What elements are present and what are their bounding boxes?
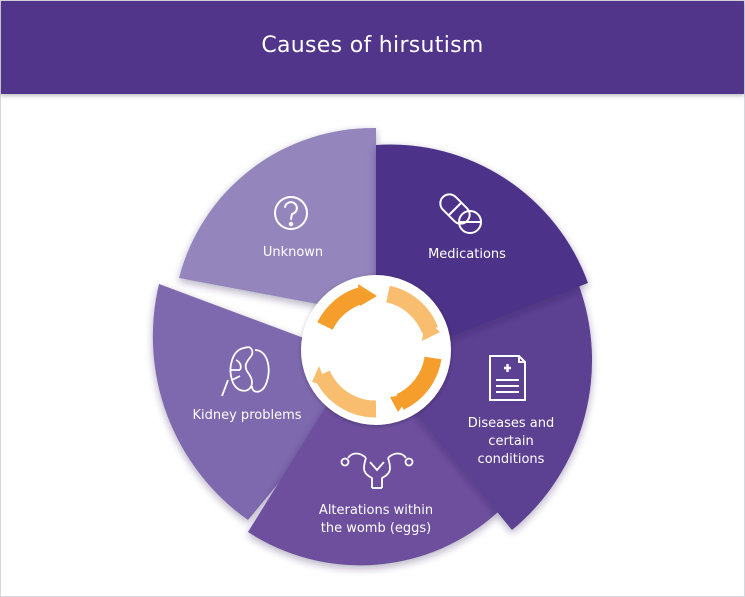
medical-record-icon bbox=[489, 355, 526, 401]
label-medications: Medications bbox=[428, 247, 506, 262]
label-diseases-line-1: Diseases and bbox=[467, 416, 555, 431]
label-womb-line-1: Alterations within bbox=[318, 503, 434, 518]
uterus-icon bbox=[340, 452, 414, 489]
label-womb: Alterations within the womb (eggs) bbox=[306, 502, 446, 538]
page-title: Causes of hirsutism bbox=[261, 33, 484, 58]
label-unknown: Unknown bbox=[262, 245, 324, 260]
label-diseases: Diseases and certain conditions bbox=[456, 415, 566, 469]
question-icon bbox=[274, 196, 308, 230]
cycle-arrows-icon bbox=[312, 284, 442, 418]
center-hub bbox=[301, 275, 451, 425]
label-diseases-line-2: certain bbox=[488, 434, 534, 449]
segment-kidney-problems bbox=[152, 284, 376, 520]
pills-icon bbox=[439, 193, 482, 234]
kidney-icon bbox=[221, 346, 270, 397]
header-banner: Causes of hirsutism bbox=[1, 1, 744, 94]
label-diseases-line-3: conditions bbox=[477, 452, 545, 467]
label-kidney: Kidney problems bbox=[192, 408, 302, 423]
label-womb-line-2: the womb (eggs) bbox=[320, 521, 432, 536]
